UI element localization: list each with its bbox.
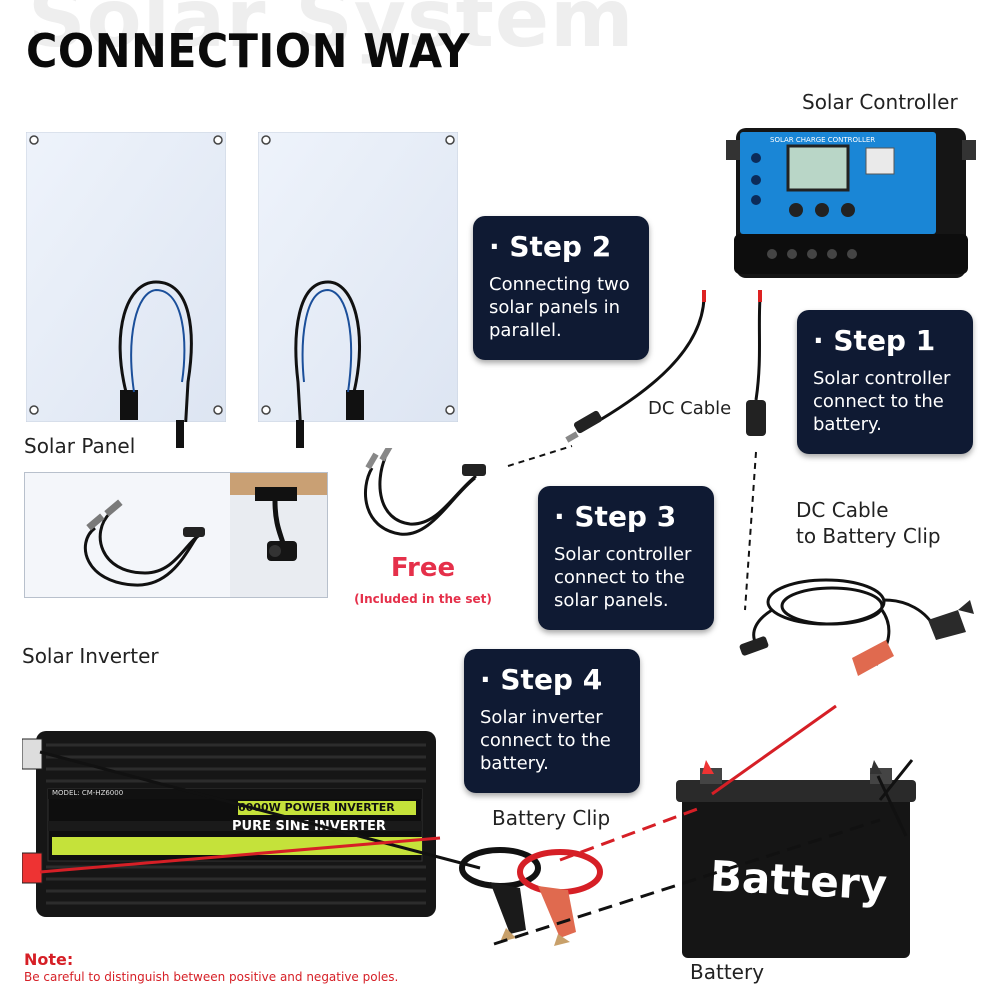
splitter-photo-inset: [24, 472, 328, 598]
page-title: CONNECTION WAY: [26, 24, 470, 78]
solar-panel-right: [257, 131, 459, 453]
solar-controller: SOLAR CHARGE CONTROLLER: [726, 128, 976, 278]
battery: Battery: [676, 760, 916, 960]
battery-clips: [459, 847, 603, 946]
step-4-title: · Step 4: [480, 663, 603, 696]
step-4-card: · Step 4 Solar inverter connect to the b…: [464, 649, 640, 793]
step-3-title: · Step 3: [554, 500, 677, 533]
background-watermark: Solar System: [28, 0, 635, 65]
solar-panel-label: Solar Panel: [24, 434, 136, 458]
panel-cable-connectors: [176, 420, 304, 448]
step-4-text: Solar inverter connect to the battery.: [480, 707, 611, 774]
dc-cable-battery-label-line1: DC Cable: [796, 498, 889, 522]
step-2-card: · Step 2 Connecting two solar panels in …: [473, 216, 649, 360]
solar-panel-left: [25, 131, 227, 453]
step-3-card: · Step 3 Solar controller connect to the…: [538, 486, 714, 630]
note-title: Note:: [24, 950, 74, 969]
dc-cable-label: DC Cable: [648, 398, 732, 419]
dc-battery-clip-cable: [739, 578, 974, 676]
step-2-title: · Step 2: [489, 230, 612, 263]
free-label: Free: [390, 553, 456, 583]
step-2-text: Connecting two solar panels in parallel.: [489, 274, 630, 341]
step-3-text: Solar controller connect to the solar pa…: [554, 544, 692, 611]
y-splitter-cable: [364, 448, 486, 536]
dc-cables: [507, 290, 766, 611]
step-1-title: · Step 1: [813, 324, 936, 357]
inverter-power-text: 6000W POWER INVERTER: [238, 801, 395, 814]
note-text: Be careful to distinguish between positi…: [24, 970, 399, 984]
step-1-text: Solar controller connect to the battery.: [813, 368, 951, 435]
battery-clip-label: Battery Clip: [492, 806, 611, 830]
free-sublabel: (Included in the set): [354, 592, 492, 606]
solar-controller-label: Solar Controller: [802, 90, 958, 114]
inverter-model-text: MODEL: CM-HZ6000: [52, 789, 124, 797]
solar-inverter-label: Solar Inverter: [22, 644, 159, 668]
dc-cable-battery-label-line2: to Battery Clip: [796, 524, 941, 548]
inverter-wave-text: PURE SINE INVERTER: [232, 819, 386, 834]
controller-header-text: SOLAR CHARGE CONTROLLER: [770, 136, 876, 144]
battery-label: Battery: [690, 960, 765, 984]
step-1-card: · Step 1 Solar controller connect to the…: [797, 310, 973, 454]
